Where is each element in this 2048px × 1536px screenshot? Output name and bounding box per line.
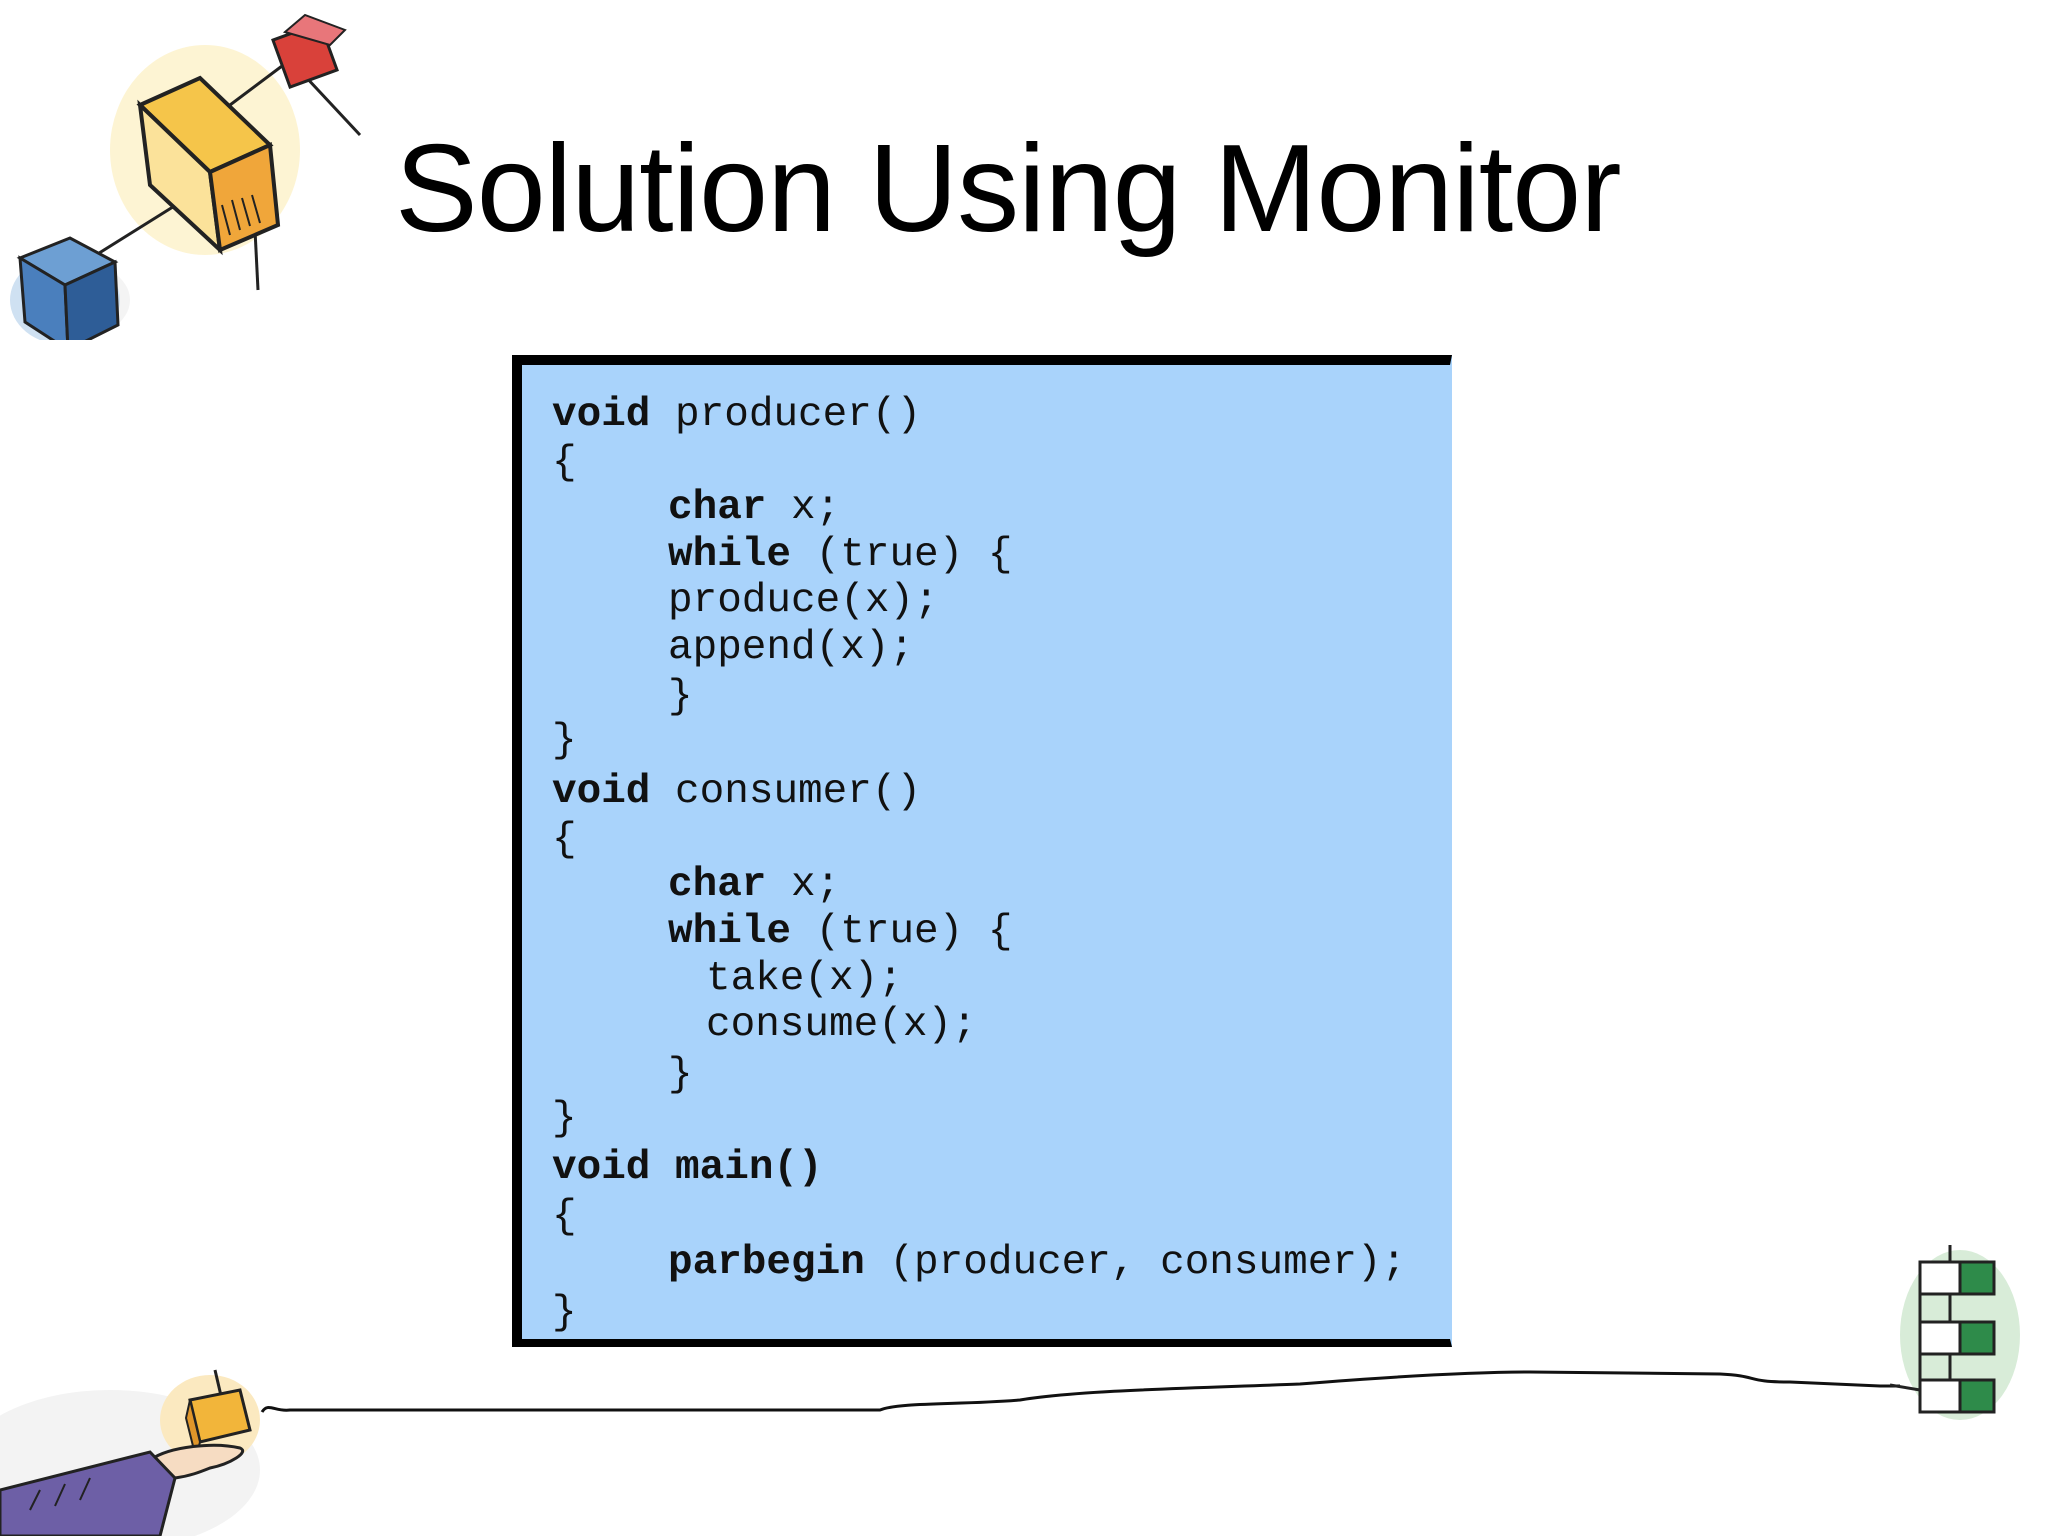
hand-holding-box-icon	[0, 1369, 260, 1536]
code-line: while (true) {	[552, 535, 1012, 576]
code-text: {	[552, 1194, 577, 1240]
code-text: }	[552, 1096, 577, 1142]
code-text: append(x);	[668, 625, 915, 671]
code-line: }	[552, 677, 693, 718]
code-keyword: void	[552, 769, 651, 815]
code-line: char x;	[552, 865, 840, 906]
code-keyword: char	[668, 862, 767, 908]
code-text: {	[552, 440, 577, 486]
code-text: }	[668, 674, 693, 720]
code-keyword: char	[668, 485, 767, 531]
cubes-illustration-icon	[10, 13, 362, 340]
code-text: }	[552, 718, 577, 764]
code-line: void producer()	[552, 395, 921, 436]
code-line: while (true) {	[552, 912, 1012, 953]
code-keyword: while	[668, 909, 792, 955]
code-text: (producer, consumer);	[864, 1240, 1407, 1286]
code-line: }	[552, 721, 577, 762]
code-text: x;	[766, 862, 841, 908]
code-line: produce(x);	[552, 581, 939, 622]
green-org-chart-icon	[1889, 1245, 2020, 1420]
code-text: consumer()	[650, 769, 922, 815]
code-text: (true) {	[791, 532, 1013, 578]
code-line: {	[552, 1197, 577, 1238]
code-line: take(x);	[552, 959, 903, 1000]
code-text: take(x);	[706, 956, 903, 1002]
code-line: parbegin (producer, consumer);	[552, 1243, 1406, 1284]
code-text: (true) {	[791, 909, 1013, 955]
code-line: char x;	[552, 488, 840, 529]
code-line: {	[552, 820, 577, 861]
code-text: }	[552, 1290, 577, 1336]
code-line: {	[552, 443, 577, 484]
code-text: producer()	[650, 392, 922, 438]
code-text: x;	[766, 485, 841, 531]
code-keyword: void	[552, 392, 651, 438]
code-line: }	[552, 1099, 577, 1140]
code-keyword: parbegin	[668, 1240, 865, 1286]
code-line: void consumer()	[552, 772, 921, 813]
code-text: consume(x);	[706, 1002, 977, 1048]
code-line: consume(x);	[552, 1005, 977, 1046]
code-line: }	[552, 1293, 577, 1334]
code-line: }	[552, 1055, 693, 1096]
code-keyword: void main()	[552, 1145, 823, 1191]
slide-title: Solution Using Monitor	[395, 120, 1622, 258]
code-text: {	[552, 817, 577, 863]
code-line: append(x);	[552, 628, 914, 669]
code-block: void producer() { char x; while (true) {…	[512, 355, 1452, 1347]
code-text: produce(x);	[668, 578, 939, 624]
code-text: }	[668, 1052, 693, 1098]
connector-line	[260, 1370, 1900, 1413]
code-line: void main()	[552, 1148, 823, 1189]
code-keyword: while	[668, 532, 792, 578]
